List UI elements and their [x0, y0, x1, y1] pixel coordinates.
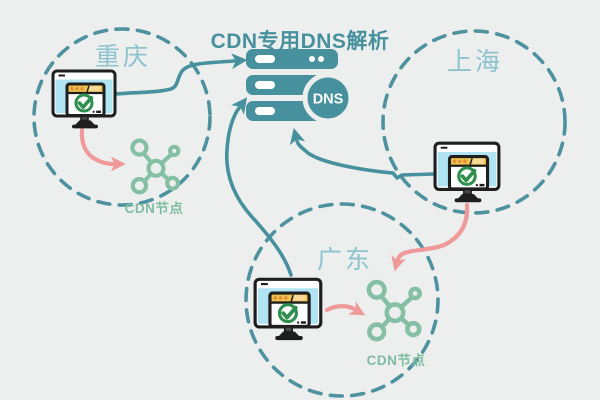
region-label-chongqing: 重庆 — [94, 43, 151, 71]
diagram-title: CDN专用DNS解析 — [210, 30, 390, 53]
arrow-guangdong-to-dns — [224, 97, 293, 277]
arrow-guangdong-to-node — [324, 301, 366, 316]
computer-icon-guangdong — [253, 277, 325, 343]
cdn-node-icon-chongqing — [127, 135, 185, 195]
cdn-node-label-guangdong: CDN节点 — [366, 353, 426, 368]
cdn-node-label-chongqing: CDN节点 — [124, 201, 184, 216]
arrow-shanghai-to-dns — [289, 127, 436, 180]
dns-badge-label: DNS — [313, 92, 344, 108]
region-label-shanghai: 上海 — [446, 48, 503, 76]
region-circle-guangdong — [244, 202, 440, 398]
arrow-chongqing-to-node — [79, 127, 126, 172]
dns-server-icon: DNS — [246, 49, 352, 123]
computer-icon-chongqing — [51, 69, 119, 131]
arrow-chongqing-to-dns — [111, 53, 248, 96]
region-circle-shanghai — [381, 29, 567, 215]
computer-icon-shanghai — [433, 141, 503, 205]
arrow-shanghai-to-guangdong-node — [391, 202, 470, 272]
region-circle-chongqing — [32, 27, 212, 207]
dns-badge — [302, 72, 352, 123]
region-label-guangdong: 广东 — [316, 246, 373, 274]
cdn-node-icon-guangdong — [363, 273, 427, 345]
